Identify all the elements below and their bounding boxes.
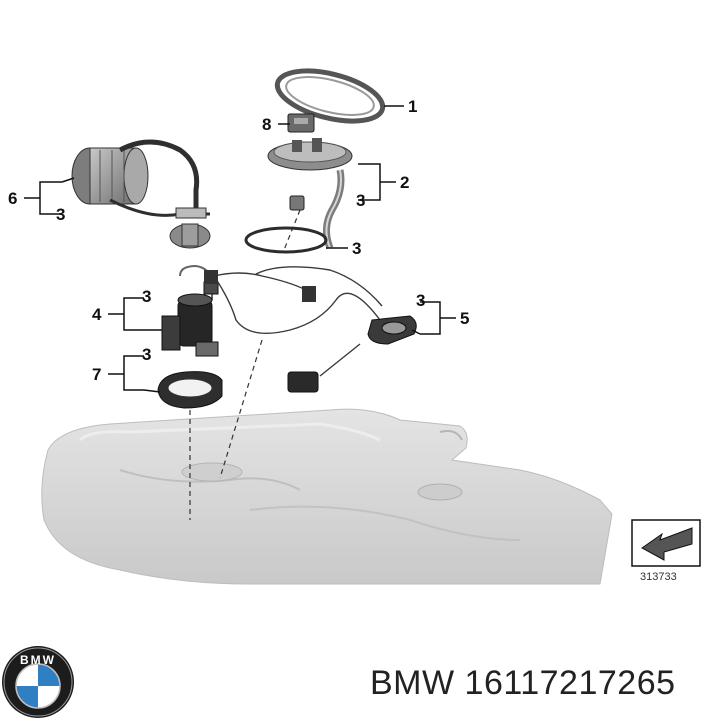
callout-3: 3	[56, 205, 65, 224]
fuel-tank	[41, 408, 613, 585]
callout-8: 8	[262, 115, 271, 134]
callout-3: 3	[352, 239, 361, 258]
part-8-connector	[287, 113, 315, 133]
callout-1: 1	[408, 97, 417, 116]
callout-3: 3	[142, 287, 151, 306]
harness-connector	[204, 270, 218, 284]
wiring-harness	[213, 266, 383, 377]
assembly-guide-lines	[189, 209, 301, 520]
callout-7: 7	[92, 365, 101, 384]
callout-5: 5	[460, 309, 469, 328]
harness-connector	[302, 286, 316, 302]
callout-brackets	[24, 105, 456, 393]
part-6-fuel-filter	[71, 139, 211, 249]
callout-3: 3	[416, 291, 425, 310]
callout-3: 3	[356, 191, 365, 210]
part-7-lock-ring	[157, 371, 223, 409]
callout-2: 2	[400, 173, 409, 192]
reference-code: 313733	[640, 571, 677, 583]
part-5-level-sensor	[287, 315, 417, 393]
reference-box: 313733	[631, 519, 701, 583]
seal-ring	[244, 226, 328, 254]
part-number-label: BMW 16117217265	[370, 664, 676, 702]
part-1-seal-ring	[274, 68, 386, 124]
callout-3: 3	[142, 345, 151, 364]
callout-6: 6	[8, 189, 17, 208]
callout-4: 4	[92, 305, 102, 324]
logo-text: BMW	[20, 653, 56, 667]
part-2-sending-unit	[267, 138, 353, 250]
bmw-logo: BMW	[2, 646, 74, 718]
arrow-icon	[641, 527, 693, 561]
